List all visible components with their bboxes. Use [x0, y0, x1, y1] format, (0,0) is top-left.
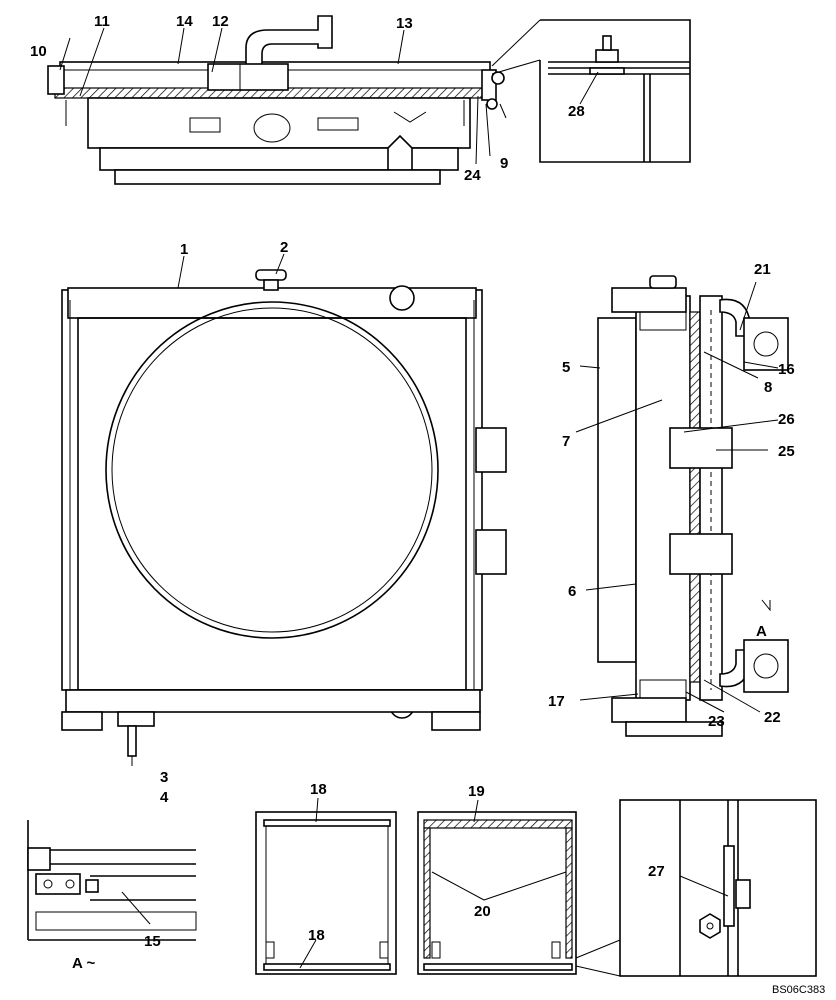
- callout-11: 11: [94, 13, 110, 30]
- front-view: [61, 269, 507, 757]
- callout-15: 15: [144, 933, 161, 950]
- callout-27: 27: [648, 863, 665, 880]
- view-a-label: A ~: [72, 955, 95, 972]
- leader-lines: [59, 27, 779, 969]
- callout-18-top: 18: [310, 781, 327, 798]
- callout-1: 1: [180, 241, 188, 258]
- callout-24: 24: [464, 167, 481, 184]
- callout-6: 6: [568, 583, 576, 600]
- side-view: [597, 275, 789, 737]
- callout-8: 8: [764, 379, 772, 396]
- view-a: [27, 820, 197, 941]
- callout-16: 16: [778, 361, 795, 378]
- callout-22: 22: [764, 709, 781, 726]
- reference-code: BS06C383: [772, 984, 825, 996]
- callout-5: 5: [562, 359, 570, 376]
- callout-21: 21: [754, 261, 771, 278]
- callout-25: 25: [778, 443, 795, 460]
- callout-4: 4: [160, 789, 169, 806]
- callouts: 10 11 14 12 13 28 9 24 1 2 3 4 21 5 16 8…: [30, 13, 825, 996]
- arrow-label-a: A: [756, 623, 767, 640]
- seal-view-left: [255, 811, 397, 975]
- detail-27-view: [575, 799, 817, 977]
- callout-28: 28: [568, 103, 585, 120]
- detail-28-view: [491, 19, 691, 163]
- callout-17: 17: [548, 693, 565, 710]
- seal-view-right: [417, 811, 577, 975]
- callout-26: 26: [778, 411, 795, 428]
- callout-19: 19: [468, 783, 485, 800]
- callout-13: 13: [396, 15, 413, 32]
- callout-10: 10: [30, 43, 47, 60]
- callout-3: 3: [160, 769, 168, 786]
- callout-2: 2: [280, 239, 288, 256]
- callout-23: 23: [708, 713, 725, 730]
- callout-14: 14: [176, 13, 193, 30]
- callout-20: 20: [474, 903, 491, 920]
- callout-7: 7: [562, 433, 570, 450]
- callout-18-bottom: 18: [308, 927, 325, 944]
- callout-9: 9: [500, 155, 508, 172]
- top-view: [47, 15, 507, 185]
- callout-12: 12: [212, 13, 229, 30]
